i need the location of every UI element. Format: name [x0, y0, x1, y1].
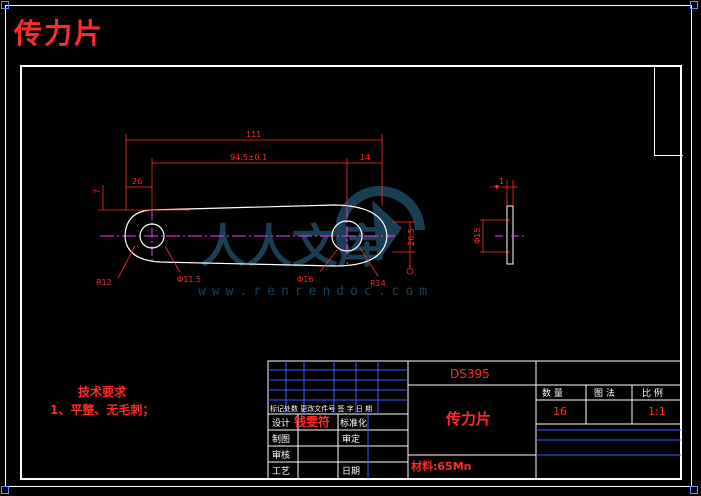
row-review: 审定: [342, 433, 360, 445]
dim-height: 26.5: [407, 228, 416, 246]
corner-mark-top-left: [1, 1, 9, 9]
datum-marker: [406, 267, 414, 275]
side-arrow: [495, 185, 499, 190]
side-view: [506, 205, 514, 265]
dim-overall-length: 111: [246, 130, 261, 139]
hole-right: [331, 220, 363, 252]
dim-thickness: 1: [499, 177, 504, 186]
title-block-frame: [267, 360, 682, 480]
header-scale: 比 例: [642, 387, 663, 399]
drawing-number: DS395: [450, 367, 490, 381]
header-drawing: 图 法: [594, 387, 615, 399]
row-design: 设计: [272, 417, 290, 429]
row-standardization: 标准化: [340, 417, 367, 429]
row-check: 审核: [272, 449, 290, 461]
corner-mark-bottom-right: [690, 486, 698, 494]
hole-left: [139, 223, 165, 249]
corner-mark-bottom-left: [1, 486, 9, 494]
title-block-grid-blue: [268, 361, 681, 479]
header-quantity: 数 量: [542, 387, 563, 399]
row-process: 工艺: [272, 466, 290, 477]
dimension-lines: [98, 134, 518, 279]
dim-end-offset: 14: [360, 153, 370, 162]
dim-side: Φ15: [473, 228, 482, 244]
dim-center-distance: 94.5±0.1: [230, 153, 267, 162]
part-name: 传力片: [445, 410, 491, 428]
watermark-ring: [335, 186, 425, 258]
technical-requirement-item: 1、平整、无毛刺；: [50, 403, 155, 417]
dim-left-vertical: 7: [93, 189, 102, 194]
revision-row: 标记处数 更改文件号 签 字 日 期: [270, 404, 372, 413]
outer-frame: [5, 5, 692, 487]
watermark-arrow: [372, 200, 402, 262]
row-drawing: 制图: [272, 433, 290, 445]
watermark-url: www.renrendoc.com: [198, 284, 434, 299]
dim-left-offset: 26: [132, 177, 142, 186]
technical-requirements-title: 技术要求: [78, 385, 127, 399]
value-scale: 1:1: [648, 405, 666, 418]
dim-radius-right: R14: [370, 279, 386, 288]
part-outline: [124, 204, 388, 267]
sheet-title: 传力片: [14, 17, 105, 50]
dim-radius-left: R12: [96, 278, 112, 287]
row-date: 日期: [342, 466, 360, 477]
dim-hole-left: Φ11.5: [177, 275, 201, 284]
value-quantity: 16: [553, 405, 567, 418]
top-right-block: [654, 66, 683, 156]
dim-hole-right: Φ16: [297, 275, 313, 284]
corner-mark-top-right: [690, 1, 698, 9]
row-designer: 钱雯符: [294, 414, 330, 429]
material-label: 材料:65Mn: [411, 459, 471, 473]
